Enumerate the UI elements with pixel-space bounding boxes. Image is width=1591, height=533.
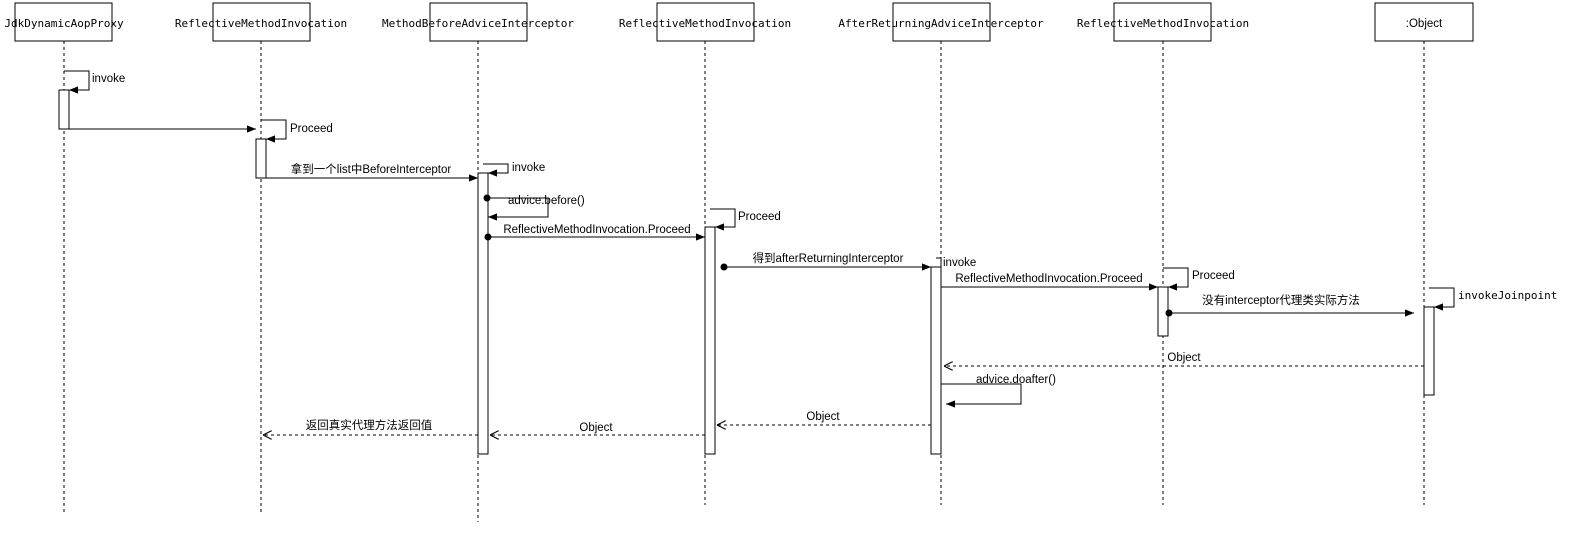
- message-label: invoke: [92, 73, 125, 85]
- message-label: Object: [579, 422, 613, 434]
- message-label: invoke: [512, 162, 545, 174]
- message-label: Object: [806, 411, 840, 423]
- participant-reflective-method-invocation-3: ReflectiveMethodInvocation: [1077, 2, 1249, 42]
- message-label: 拿到一个list中BeforeInterceptor: [291, 162, 452, 176]
- message-label: invokeJoinpoint: [1458, 289, 1557, 302]
- participant-label: ReflectiveMethodInvocation: [175, 17, 347, 30]
- message-label: ReflectiveMethodInvocation.Proceed: [955, 273, 1142, 285]
- message-invoke-self-before: invoke: [483, 162, 545, 177]
- participant-jdk-dynamic-aop-proxy: JdkDynamicAopProxy: [4, 2, 124, 42]
- message-get-before-interceptor: 拿到一个list中BeforeInterceptor: [266, 162, 478, 182]
- participant-label: MethodBeforeAdviceInterceptor: [382, 17, 574, 30]
- message-label: Object: [1167, 352, 1201, 364]
- message-label: ReflectiveMethodInvocation.Proceed: [503, 224, 690, 236]
- message-rmi-proceed-1: ReflectiveMethodInvocation.Proceed: [484, 224, 705, 241]
- message-invoke-self-after: invoke: [936, 257, 976, 269]
- message-label: 没有interceptor代理类实际方法: [1202, 293, 1360, 307]
- message-rmi-proceed-2: ReflectiveMethodInvocation.Proceed: [941, 273, 1158, 291]
- message-label: advice.before(): [508, 195, 585, 207]
- message-label: 得到afterReturningInterceptor: [753, 252, 904, 265]
- message-return-object-1: Object: [944, 352, 1424, 366]
- message-return-proxy-value: 返回真实代理方法返回值: [263, 418, 478, 435]
- activation-bar: [255, 138, 267, 179]
- participant-label: :Object: [1406, 18, 1443, 30]
- message-proceed-self-3: Proceed: [1163, 267, 1235, 291]
- message-advice-doafter: advice.doafter(): [941, 374, 1056, 408]
- participant-method-before-advice-interceptor: MethodBeforeAdviceInterceptor: [382, 2, 574, 42]
- message-return-object-3: Object: [490, 422, 705, 435]
- participant-label: AfterReturningAdviceInterceptor: [838, 17, 1044, 30]
- activation-bar: [1423, 306, 1435, 396]
- message-label: 返回真实代理方法返回值: [306, 418, 433, 432]
- participant-label: ReflectiveMethodInvocation: [1077, 17, 1249, 30]
- message-label: Proceed: [1192, 270, 1235, 282]
- message-advice-before: advice.before(): [483, 194, 585, 221]
- message-label: Proceed: [738, 211, 781, 223]
- participant-after-returning-advice-interceptor: AfterReturningAdviceInterceptor: [838, 2, 1044, 42]
- activation-bar: [704, 226, 716, 455]
- activation-bar: [58, 89, 70, 130]
- message-call-actual-method: 没有interceptor代理类实际方法: [1165, 293, 1414, 317]
- participant-label: ReflectiveMethodInvocation: [619, 17, 791, 30]
- activation-bar: [930, 266, 942, 455]
- message-proceed-self-2: Proceed: [710, 208, 781, 231]
- participant-object: :Object: [1374, 2, 1474, 42]
- participant-label: JdkDynamicAopProxy: [4, 17, 124, 30]
- message-get-after-returning-interceptor: 得到afterReturningInterceptor: [720, 252, 931, 271]
- message-proceed-self: Proceed: [261, 119, 333, 143]
- message-label: advice.doafter(): [976, 374, 1056, 386]
- activation-bar: [477, 172, 489, 455]
- message-invoke-self: invoke: [64, 70, 125, 94]
- message-return-object-2: Object: [717, 411, 931, 425]
- participant-reflective-method-invocation-2: ReflectiveMethodInvocation: [619, 2, 791, 42]
- participant-reflective-method-invocation-1: ReflectiveMethodInvocation: [175, 2, 347, 42]
- message-label: invoke: [943, 257, 976, 269]
- message-invoke-joinpoint: invokeJoinpoint: [1429, 287, 1557, 311]
- message-label: Proceed: [290, 123, 333, 135]
